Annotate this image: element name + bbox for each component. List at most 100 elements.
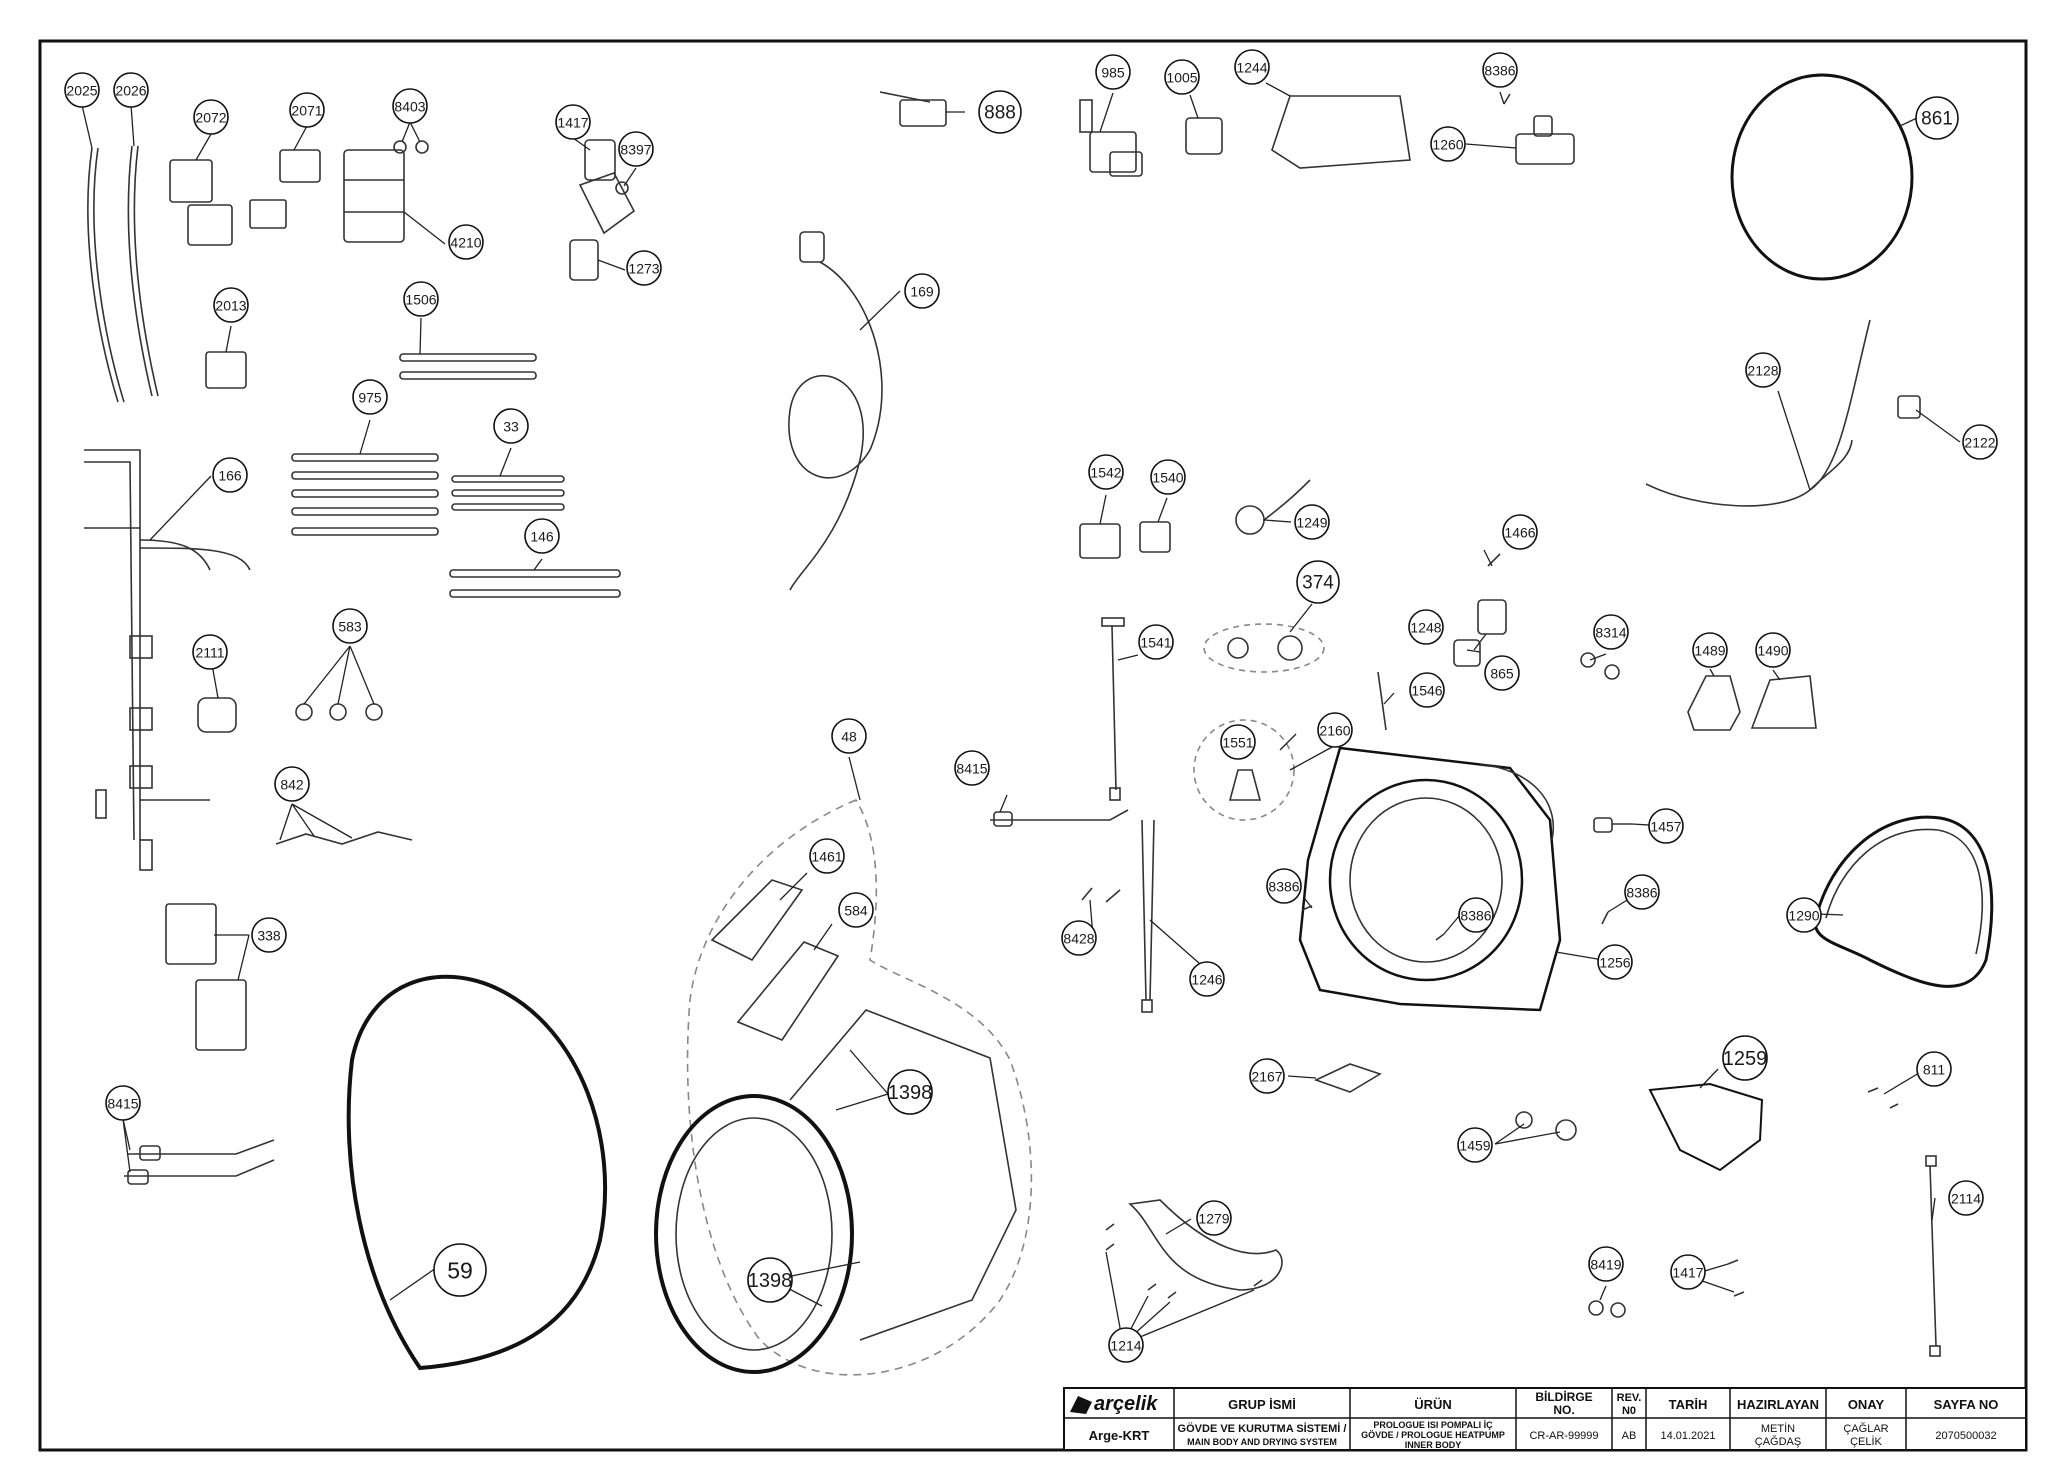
callout-balloon xyxy=(1296,560,1340,604)
part-number-1489: 1489 xyxy=(1694,642,1725,658)
callout-balloon xyxy=(193,99,229,135)
header-group: GRUP İSMİ xyxy=(1228,1397,1296,1412)
callout-balloon xyxy=(1189,961,1225,997)
callout-balloon xyxy=(64,72,100,108)
brand-name: arçelik xyxy=(1094,1393,1158,1415)
part-number-1546: 1546 xyxy=(1411,682,1442,698)
group-value-line1: GÖVDE VE KURUTMA SİSTEMİ / xyxy=(1178,1422,1347,1435)
callout-balloon xyxy=(1249,1058,1285,1094)
callout-balloon xyxy=(1088,454,1124,490)
part-number-811: 811 xyxy=(1923,1061,1946,1077)
part-number-1273: 1273 xyxy=(628,260,659,276)
part-number-8419: 8419 xyxy=(1590,1256,1621,1272)
callout-balloon xyxy=(433,1243,487,1297)
part-number-146: 146 xyxy=(530,528,554,544)
callout-balloon xyxy=(524,518,560,554)
part-number-1260: 1260 xyxy=(1432,136,1463,152)
part-number-1244: 1244 xyxy=(1236,59,1267,75)
part-number-8386b: 8386 xyxy=(1268,878,1299,894)
title-block: arçelik Arge-KRT GRUP İSMİ ÜRÜN BİLDİRGE… xyxy=(1063,1387,2027,1451)
part-number-1540: 1540 xyxy=(1152,469,1183,485)
callout-balloon xyxy=(831,718,867,754)
part-number-975: 975 xyxy=(358,389,382,405)
part-number-8386d: 8386 xyxy=(1626,884,1657,900)
callout-balloon xyxy=(105,1085,141,1121)
callout-balloon xyxy=(887,1069,933,1115)
part-number-59: 59 xyxy=(447,1257,473,1283)
callout-balloon xyxy=(747,1257,793,1303)
header-rev-line2: N0 xyxy=(1622,1405,1636,1417)
callout-balloon xyxy=(904,273,940,309)
part-number-8397: 8397 xyxy=(620,141,651,157)
callout-balloon xyxy=(113,72,149,108)
callout-balloon xyxy=(274,766,310,802)
part-number-8386c: 8386 xyxy=(1460,907,1491,923)
callout-balloon xyxy=(403,281,439,317)
callout-balloon xyxy=(1138,624,1174,660)
part-number-169: 169 xyxy=(910,283,934,299)
header-rev-line1: REV. xyxy=(1617,1392,1642,1404)
part-number-1541: 1541 xyxy=(1140,634,1171,650)
part-number-2122: 2122 xyxy=(1964,434,1995,450)
part-number-1551: 1551 xyxy=(1222,734,1253,750)
part-number-1246: 1246 xyxy=(1191,971,1222,987)
callout-balloon xyxy=(1484,655,1520,691)
date-value: 14.01.2021 xyxy=(1660,1430,1715,1442)
part-number-166: 166 xyxy=(218,467,242,483)
callout-balloon xyxy=(1108,1327,1144,1363)
header-approved: ONAY xyxy=(1848,1397,1885,1412)
header-prepared: HAZIRLAYAN xyxy=(1737,1397,1819,1412)
part-number-1290: 1290 xyxy=(1788,907,1819,923)
part-number-2013: 2013 xyxy=(215,297,246,313)
callout-balloon xyxy=(1786,897,1822,933)
callout-balloon xyxy=(1220,724,1256,760)
part-number-2111: 2111 xyxy=(195,644,224,660)
callout-balloon xyxy=(251,917,287,953)
header-date: TARİH xyxy=(1669,1397,1708,1412)
part-number-888: 888 xyxy=(984,103,1016,124)
product-value-line2: GÖVDE / PROLOGUE HEATPUMP xyxy=(1361,1430,1505,1440)
callout-balloon xyxy=(626,250,662,286)
callout-balloon xyxy=(1588,1246,1624,1282)
part-number-1005: 1005 xyxy=(1166,69,1197,85)
header-page: SAYFA NO xyxy=(1934,1397,1999,1412)
part-number-584: 584 xyxy=(844,902,868,918)
callout-balloon xyxy=(1624,874,1660,910)
callout-balloon xyxy=(978,90,1022,134)
callout-balloon xyxy=(1948,1180,1984,1216)
callout-balloon xyxy=(1294,504,1330,540)
part-number-33: 33 xyxy=(503,418,519,434)
part-number-842: 842 xyxy=(280,776,304,792)
page-value: 2070500032 xyxy=(1935,1430,1996,1442)
callout-balloon xyxy=(448,224,484,260)
part-number-1279: 1279 xyxy=(1198,1210,1229,1226)
part-number-1398b: 1398 xyxy=(748,1270,793,1292)
callout-balloon xyxy=(1196,1200,1232,1236)
callout-balloon xyxy=(1095,54,1131,90)
part-number-1417a: 1417 xyxy=(557,114,588,130)
part-number-1248: 1248 xyxy=(1410,619,1441,635)
approved-value-line2: ÇELİK xyxy=(1850,1435,1882,1448)
callout-balloon xyxy=(1164,59,1200,95)
callout-balloon xyxy=(1648,808,1684,844)
callout-balloon xyxy=(1408,609,1444,645)
callout-balloon xyxy=(493,408,529,444)
part-number-2025: 2025 xyxy=(66,82,97,98)
part-number-1461: 1461 xyxy=(811,848,842,864)
part-number-8415b: 8415 xyxy=(956,760,987,776)
department: Arge-KRT xyxy=(1089,1428,1150,1443)
part-number-1398a: 1398 xyxy=(888,1082,933,1104)
callout-balloon xyxy=(1502,514,1538,550)
callout-balloon xyxy=(1745,352,1781,388)
callout-balloon xyxy=(213,287,249,323)
brand-logo-icon xyxy=(1070,1396,1092,1414)
callout-balloon xyxy=(1482,52,1518,88)
callout-balloon xyxy=(1722,1035,1768,1081)
part-number-1256: 1256 xyxy=(1599,954,1630,970)
doc-no-value: CR-AR-99999 xyxy=(1529,1430,1598,1442)
leader-lines xyxy=(81,82,1961,1345)
group-value-line2: MAIN BODY AND DRYING SYSTEM xyxy=(1187,1437,1337,1447)
part-number-865: 865 xyxy=(1490,665,1514,681)
part-number-2114: 2114 xyxy=(1951,1190,1981,1206)
